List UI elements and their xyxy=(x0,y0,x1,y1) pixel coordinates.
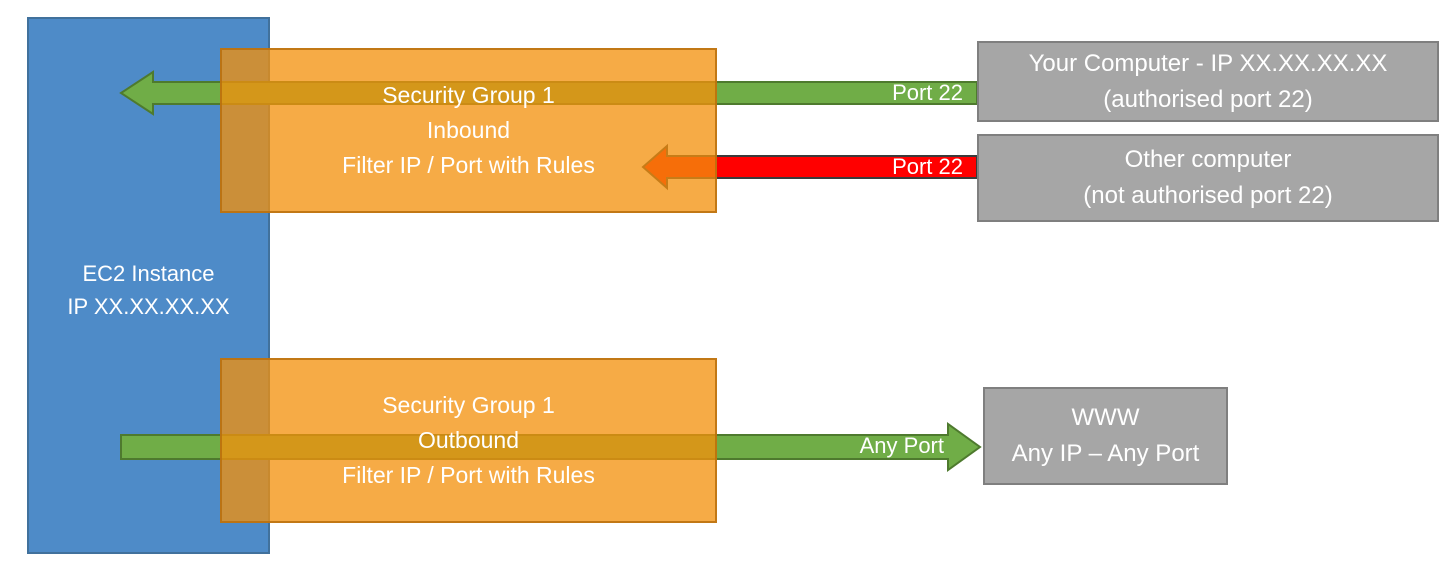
sg-outbound-direction: Outbound xyxy=(417,427,520,453)
inbound-blocked-port-label: Port 22 xyxy=(892,154,963,179)
security-group-inbound-box: Security Group 1 Inbound Filter IP / Por… xyxy=(220,48,717,213)
www-box: WWW Any IP – Any Port xyxy=(983,387,1228,485)
www-title: WWW xyxy=(1071,404,1140,431)
sg-inbound-title: Security Group 1 xyxy=(382,82,555,108)
ec2-instance-ip: IP XX.XX.XX.XX xyxy=(67,294,230,319)
your-computer-subtitle: (authorised port 22) xyxy=(1103,85,1313,113)
sg-inbound-description: Filter IP / Port with Rules xyxy=(342,152,595,178)
other-computer-box: Other computer (not authorised port 22) xyxy=(977,134,1439,222)
sg-inbound-direction: Inbound xyxy=(426,117,511,143)
your-computer-box: Your Computer - IP XX.XX.XX.XX (authoris… xyxy=(977,41,1439,122)
www-subtitle: Any IP – Any Port xyxy=(1011,440,1200,467)
sg-outbound-title: Security Group 1 xyxy=(382,392,555,418)
sg-outbound-description: Filter IP / Port with Rules xyxy=(342,462,595,488)
ec2-instance-title: EC2 Instance xyxy=(82,261,215,286)
ec2-instance-label: EC2 Instance IP XX.XX.XX.XX xyxy=(29,257,268,323)
other-computer-subtitle: (not authorised port 22) xyxy=(1083,182,1333,209)
your-computer-title: Your Computer - IP XX.XX.XX.XX xyxy=(1028,49,1388,77)
inbound-allowed-port-label: Port 22 xyxy=(892,80,963,105)
other-computer-title: Other computer xyxy=(1124,146,1292,173)
security-group-outbound-box: Security Group 1 Outbound Filter IP / Po… xyxy=(220,358,717,523)
outbound-port-label: Any Port xyxy=(859,433,944,458)
